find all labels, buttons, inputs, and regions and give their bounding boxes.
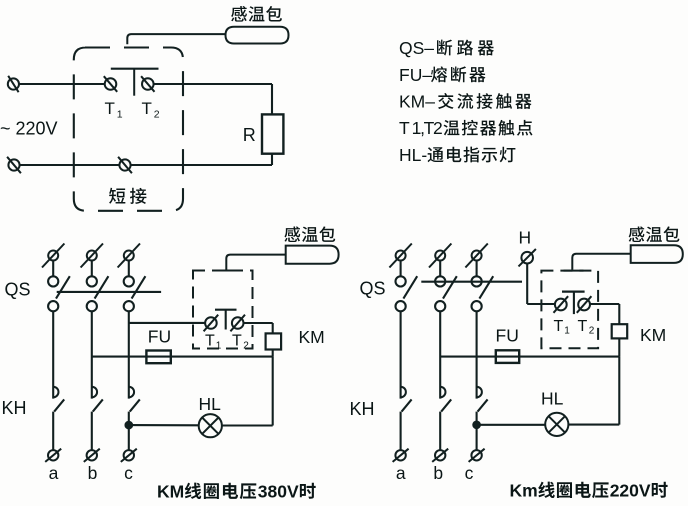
svg-text:b: b	[433, 463, 443, 483]
svg-text:2: 2	[243, 341, 249, 352]
svg-text:QS: QS	[5, 280, 31, 300]
svg-text:QS–: QS–	[399, 38, 434, 58]
svg-text:1: 1	[216, 341, 222, 352]
svg-text:FU: FU	[496, 326, 519, 346]
svg-text:KM–: KM–	[399, 92, 435, 112]
svg-text:380V: 380V	[258, 482, 299, 502]
svg-text:b: b	[88, 463, 98, 483]
svg-text:1: 1	[564, 326, 570, 337]
svg-text:KM: KM	[640, 325, 666, 345]
svg-text:FU–: FU–	[399, 65, 432, 85]
svg-text:a: a	[49, 463, 59, 483]
svg-text:T: T	[142, 99, 152, 118]
svg-text:H: H	[519, 228, 532, 248]
svg-text:1: 1	[117, 109, 123, 121]
svg-text:T: T	[105, 99, 115, 118]
svg-text:R: R	[243, 125, 256, 145]
svg-text:T: T	[232, 333, 242, 350]
svg-text:T: T	[554, 318, 564, 335]
svg-text:T 1,T2: T 1,T2	[399, 118, 442, 138]
svg-text:T: T	[578, 318, 588, 335]
svg-text:KM: KM	[299, 327, 325, 347]
svg-text:2: 2	[154, 109, 160, 121]
svg-text:2: 2	[589, 326, 595, 337]
svg-text:KM: KM	[157, 482, 184, 502]
svg-text:a: a	[396, 463, 406, 483]
svg-text:HL-: HL-	[399, 145, 427, 165]
svg-text:~ 220V: ~ 220V	[0, 118, 58, 138]
svg-text:FU: FU	[148, 327, 171, 347]
svg-text:HL: HL	[199, 394, 222, 414]
svg-text:c: c	[124, 463, 133, 483]
svg-text:HL: HL	[541, 389, 564, 409]
svg-text:QS: QS	[360, 279, 386, 299]
svg-text:KH: KH	[350, 399, 375, 419]
svg-text:KH: KH	[2, 398, 27, 418]
svg-text:T: T	[205, 333, 215, 350]
svg-text:Km: Km	[510, 481, 538, 501]
svg-text:c: c	[465, 463, 474, 483]
svg-text:220V: 220V	[610, 481, 651, 501]
